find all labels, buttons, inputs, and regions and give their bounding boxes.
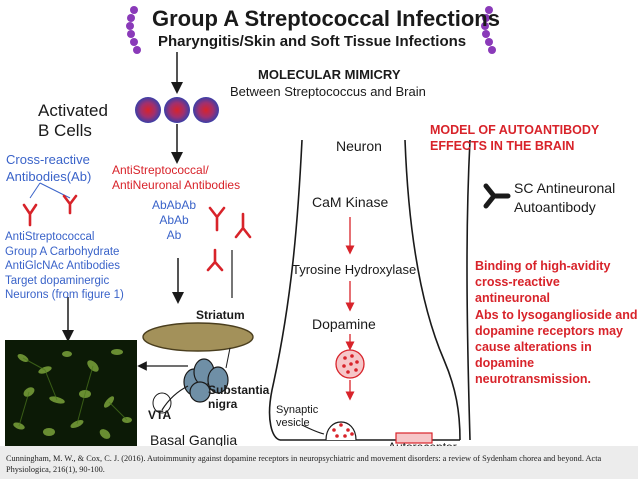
striatum-label: Striatum	[196, 308, 245, 322]
vta-label: VTA	[148, 408, 172, 422]
dopamine-label: Dopamine	[312, 316, 376, 332]
antibody-icons	[22, 194, 252, 272]
antistrep-antineuronal-label: AntiStreptococcal/AntiNeuronal Antibodie…	[112, 163, 241, 192]
neuron-micrograph	[5, 340, 137, 448]
tyrosine-hydroxylase-label: Tyrosine Hydroxylase	[292, 262, 417, 277]
striatum-shape	[142, 322, 254, 352]
b-cells	[135, 97, 219, 123]
vta-pointer	[161, 385, 189, 411]
strep-chain-right	[481, 6, 496, 54]
neuron-label: Neuron	[336, 138, 382, 154]
mimicry-subheading: Between Streptococcus and Brain	[230, 84, 426, 99]
substantia-nigra-shape	[183, 358, 229, 403]
autoreceptor-shape	[395, 432, 433, 444]
basal-ganglia-label: Basal Ganglia	[150, 432, 238, 448]
membrane-divider	[466, 139, 471, 441]
synaptic-vesicle-release	[325, 421, 357, 441]
sc-antibody-icon	[483, 183, 511, 209]
citation-bar	[0, 446, 638, 479]
mimicry-heading: MOLECULAR MIMICRY	[258, 67, 401, 82]
cam-kinase-label: CaM Kinase	[312, 194, 389, 210]
dopamine-vesicle	[335, 349, 365, 379]
strep-chain-left	[126, 6, 141, 54]
citation-text: Cunningham, M. W., & Cox, C. J. (2016). …	[6, 454, 602, 474]
page-subtitle: Pharyngitis/Skin and Soft Tissue Infecti…	[158, 33, 467, 50]
page-title: Group A Streptococcal Infections	[152, 6, 500, 31]
